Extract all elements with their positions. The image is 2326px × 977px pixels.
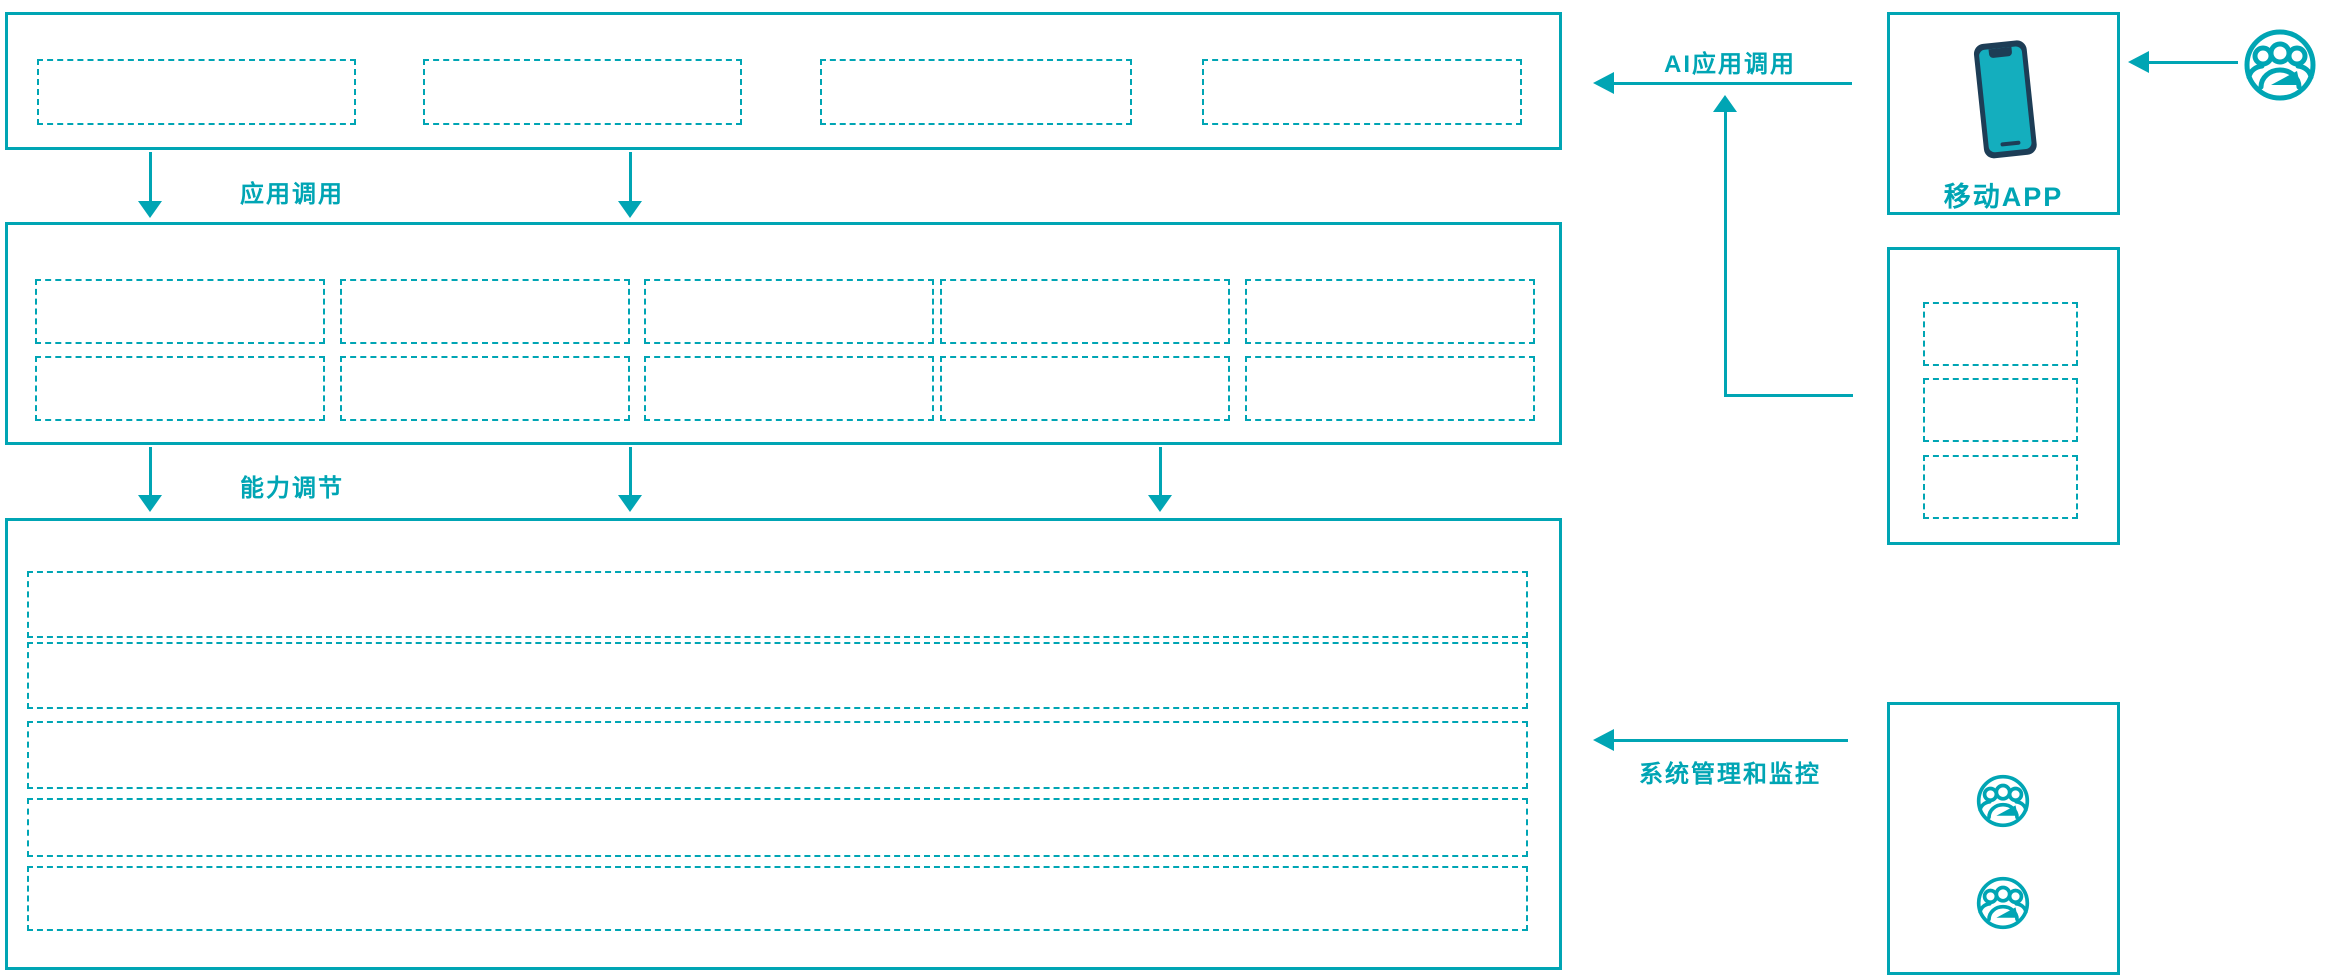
service-slot: [340, 356, 630, 421]
down-arrowhead-icon: [618, 495, 642, 512]
left-arrowhead-icon: [1593, 729, 1614, 751]
engine-row: [27, 642, 1528, 709]
app-layer-band: [5, 12, 1562, 150]
down-arrow: [629, 152, 632, 202]
tool-stack-box: [1887, 247, 2120, 545]
admin-box: [1887, 702, 2120, 975]
system-mgmt-arrow: [1612, 739, 1848, 742]
app-slot: [1202, 59, 1522, 125]
users-group-icon: [1975, 875, 2031, 931]
ai-app-call-label: AI应用调用: [1664, 51, 1796, 78]
mobile-app-box: 移动APP: [1887, 12, 2120, 215]
down-arrowhead-icon: [138, 495, 162, 512]
app-call-label: 应用调用: [240, 181, 344, 208]
system-mgmt-label: 系统管理和监控: [1639, 761, 1821, 788]
service-slot: [1245, 279, 1535, 344]
down-arrow: [629, 447, 632, 496]
elbow-connector-horizontal: [1724, 394, 1853, 397]
engine-layer-band: [5, 518, 1562, 970]
tool-slot: [1923, 378, 2078, 442]
app-slot: [37, 59, 356, 125]
tool-slot: [1923, 455, 2078, 519]
engine-row: [27, 866, 1528, 931]
tool-slot: [1923, 302, 2078, 366]
engine-row: [27, 798, 1528, 857]
down-arrowhead-icon: [618, 201, 642, 218]
service-slot: [35, 356, 325, 421]
left-arrowhead-icon: [1593, 72, 1614, 94]
capability-adjust-label: 能力调节: [240, 475, 344, 502]
mobile-phone-icon: [1954, 37, 2054, 165]
service-slot: [340, 279, 630, 344]
ai-app-call-arrow: [1612, 82, 1852, 85]
down-arrow: [149, 152, 152, 202]
up-arrowhead-icon: [1713, 95, 1737, 112]
engine-row: [27, 721, 1528, 789]
app-slot: [423, 59, 742, 125]
service-layer-band: [5, 222, 1562, 445]
service-slot: [644, 356, 934, 421]
down-arrow: [149, 447, 152, 496]
service-slot: [35, 279, 325, 344]
service-slot: [1245, 356, 1535, 421]
left-arrowhead-icon: [2128, 51, 2149, 73]
mobile-app-label: 移动APP: [1943, 182, 2064, 212]
down-arrow: [1159, 447, 1162, 496]
elbow-connector-vertical: [1724, 112, 1727, 396]
users-group-icon: [2242, 27, 2318, 103]
engine-row: [27, 571, 1528, 638]
service-slot: [644, 279, 934, 344]
down-arrowhead-icon: [138, 201, 162, 218]
users-group-icon: [1975, 773, 2031, 829]
down-arrowhead-icon: [1148, 495, 1172, 512]
app-slot: [820, 59, 1132, 125]
service-slot: [940, 356, 1230, 421]
service-slot: [940, 279, 1230, 344]
user-access-arrow: [2148, 61, 2238, 64]
